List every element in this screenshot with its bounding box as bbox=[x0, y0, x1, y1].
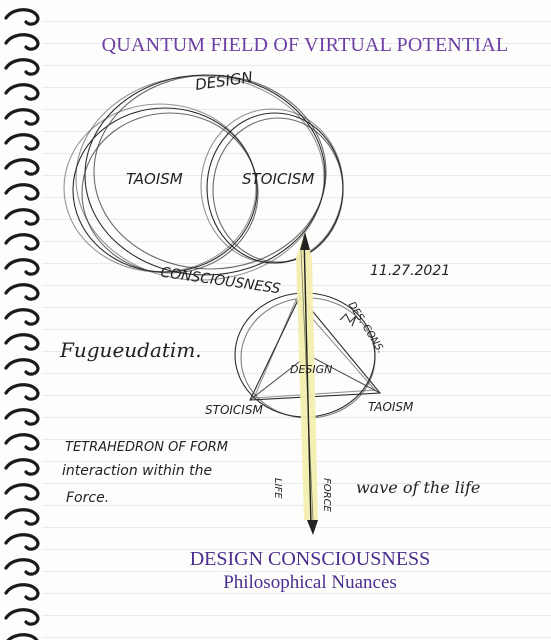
life-force-arrow bbox=[296, 232, 318, 535]
tetra-note-line-2: interaction within the bbox=[62, 463, 213, 479]
label-tetra-stoicism: STOICISM bbox=[205, 403, 263, 417]
page-title: QUANTUM FIELD OF VIRTUAL POTENTIAL bbox=[101, 34, 509, 56]
spiral-ring bbox=[4, 333, 40, 351]
spiral-ring bbox=[4, 558, 40, 576]
spiral-ring bbox=[4, 183, 40, 201]
spiral-ring bbox=[4, 83, 40, 101]
script-word: Fugueudatim. bbox=[60, 338, 202, 362]
spiral-ring bbox=[4, 483, 40, 501]
tetra-note-line-1: TETRAHEDRON OF FORM bbox=[65, 440, 228, 455]
spiral-ring bbox=[4, 433, 40, 451]
spiral-ring bbox=[4, 258, 40, 276]
label-force: FORCE bbox=[321, 478, 332, 512]
spiral-ring bbox=[4, 283, 40, 301]
spiral-ring bbox=[4, 233, 40, 251]
spiral-ring bbox=[4, 308, 40, 326]
label-taoism: TAOISM bbox=[126, 170, 183, 188]
label-stoicism: STOICISM bbox=[242, 170, 315, 188]
label-tetra-design: DESIGN bbox=[290, 363, 333, 376]
wave-note: wave of the life bbox=[356, 478, 481, 497]
spiral-ring bbox=[4, 383, 40, 401]
spiral-ring bbox=[4, 108, 40, 126]
footer-title: DESIGN CONSCIOUSNESS bbox=[189, 548, 431, 570]
spiral-ring bbox=[4, 58, 40, 76]
spiral-ring bbox=[4, 458, 40, 476]
spiral-ring bbox=[4, 608, 40, 626]
spiral-ring bbox=[4, 583, 40, 601]
label-tetra-taoism: TAOISM bbox=[368, 400, 414, 414]
spiral-binding bbox=[4, 8, 40, 640]
spiral-ring bbox=[4, 33, 40, 51]
spiral-ring bbox=[4, 208, 40, 226]
label-date: 11.27.2021 bbox=[370, 263, 451, 279]
spiral-ring bbox=[6, 633, 39, 640]
spiral-ring bbox=[4, 408, 40, 426]
spiral-ring bbox=[4, 158, 40, 176]
spiral-ring bbox=[4, 358, 40, 376]
spiral-ring bbox=[4, 508, 40, 526]
tetra-note-line-3: Force. bbox=[66, 490, 110, 506]
spiral-ring bbox=[4, 8, 40, 26]
spiral-ring bbox=[4, 533, 40, 551]
footer-subtitle: Philosophical Nuances bbox=[223, 572, 397, 593]
spiral-ring bbox=[4, 133, 40, 151]
label-life: LIFE bbox=[272, 478, 283, 499]
